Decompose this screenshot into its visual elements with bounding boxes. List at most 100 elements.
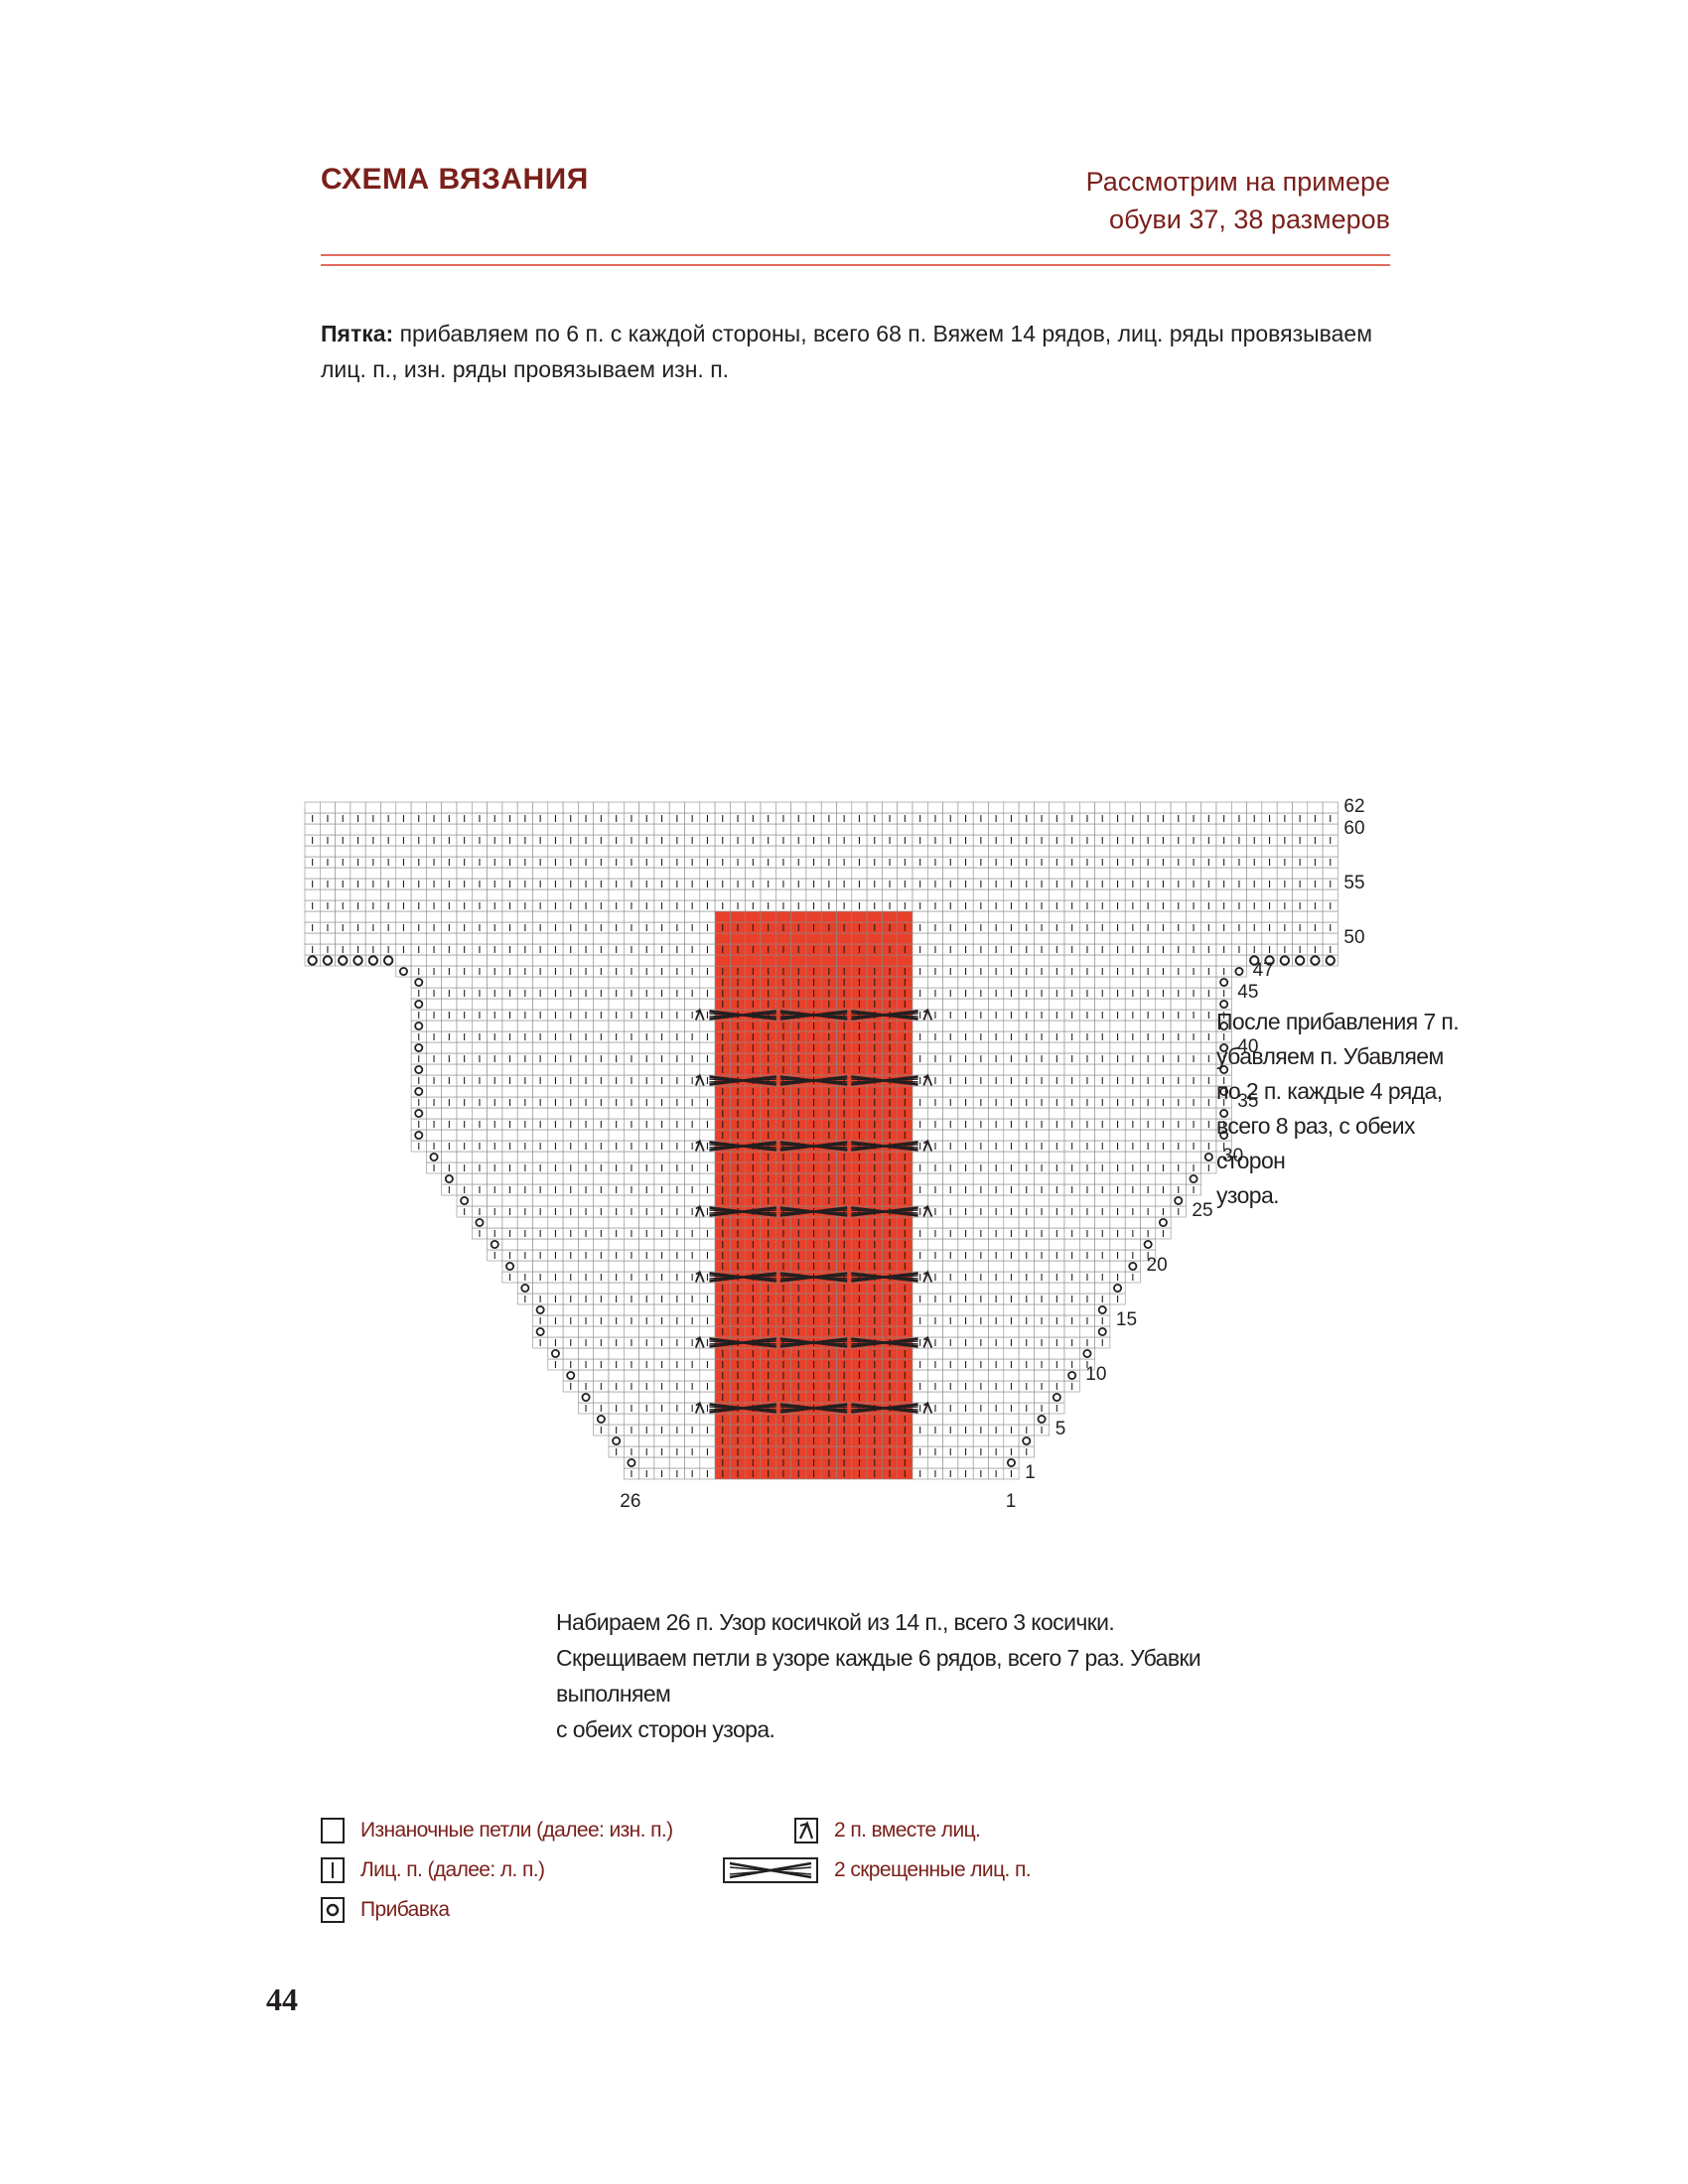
- stitch-cell: [882, 954, 899, 967]
- stitch-cell: [1018, 910, 1035, 923]
- stitch-cell: [866, 954, 883, 967]
- stitch-cell: [532, 1194, 549, 1207]
- stitch-cell: [638, 1303, 655, 1316]
- stitch-cell: [608, 1282, 625, 1295]
- increase-symbol: [398, 967, 408, 977]
- stitch-cell: [912, 954, 928, 967]
- stitch-cell: [774, 801, 791, 814]
- stitch-cell: [426, 932, 442, 945]
- stitch-cell: [562, 1194, 579, 1207]
- stitch-cell: [501, 867, 518, 880]
- stitch-cell: [1140, 1085, 1157, 1098]
- stitch-cell: [836, 801, 853, 814]
- stitch-cell: [608, 823, 625, 836]
- stitch-cell: [1003, 1282, 1020, 1295]
- stitch-cell: [882, 801, 899, 814]
- stitch-cell: [942, 1194, 959, 1207]
- stitch-cell: [578, 1303, 595, 1316]
- stitch-cell: [668, 998, 685, 1011]
- stitch-cell: [972, 1085, 989, 1098]
- stitch-cell: [926, 867, 943, 880]
- stitch-cell: [395, 954, 412, 967]
- stitch-cell: [730, 823, 747, 836]
- stitch-cell: [410, 932, 427, 945]
- stitch-cell: [1003, 1391, 1020, 1404]
- stitch-cell: [942, 801, 959, 814]
- increase-symbol: [1082, 1349, 1092, 1359]
- stitch-cell: [547, 1303, 564, 1316]
- stitch-cell: [350, 888, 366, 901]
- stitch-cell: [456, 888, 473, 901]
- stitch-cell: [638, 1041, 655, 1054]
- stitch-cell: [1155, 976, 1172, 989]
- stitch-cell: [851, 932, 868, 945]
- stitch-cell: [926, 1129, 943, 1142]
- stitch-cell: [972, 1456, 989, 1469]
- stitch-cell: [1109, 1085, 1126, 1098]
- stitch-cell: [957, 823, 974, 836]
- stitch-cell: [699, 1238, 716, 1251]
- stitch-cell: [623, 910, 639, 923]
- stitch-cell: [820, 932, 837, 945]
- stitch-cell: [897, 910, 914, 923]
- stitch-cell: [623, 1413, 639, 1426]
- stitch-cell: [1079, 867, 1095, 880]
- stitch-cell: [653, 954, 670, 967]
- stitch-cell: [988, 823, 1005, 836]
- stitch-cell: [638, 1260, 655, 1273]
- stitch-cell: [1003, 1085, 1020, 1098]
- stitch-cell: [1049, 823, 1065, 836]
- stitch-cell: [653, 1216, 670, 1229]
- stitch-cell: [1109, 976, 1126, 989]
- increase-symbol: [414, 1087, 424, 1097]
- stitch-cell: [1049, 1129, 1065, 1142]
- stitch-cell: [668, 1347, 685, 1360]
- stitch-cell: [547, 976, 564, 989]
- stitch-cell: [668, 1172, 685, 1185]
- header-rule-bottom: [321, 264, 1390, 266]
- increase-symbol: [535, 1305, 545, 1315]
- stitch-cell: [441, 998, 458, 1011]
- stitch-cell: [653, 1085, 670, 1098]
- increase-symbol: [1219, 978, 1229, 988]
- stitch-cell: [593, 1216, 610, 1229]
- stitch-cell: [1200, 976, 1217, 989]
- stitch-cell: [1079, 1085, 1095, 1098]
- stitch-cell: [988, 1216, 1005, 1229]
- stitch-cell: [1094, 1216, 1111, 1229]
- stitch-cell: [1079, 1303, 1095, 1316]
- stitch-cell: [836, 954, 853, 967]
- stitch-cell: [897, 888, 914, 901]
- stitch-cell: [1246, 888, 1263, 901]
- stitch-cell: [1049, 1282, 1065, 1295]
- stitch-cell: [638, 1413, 655, 1426]
- stitch-cell: [805, 932, 822, 945]
- stitch-cell: [608, 867, 625, 880]
- stitch-cell: [578, 823, 595, 836]
- stitch-cell: [1186, 845, 1202, 858]
- stitch-cell: [1094, 1107, 1111, 1120]
- stitch-cell: [501, 1063, 518, 1076]
- stitch-cell: [851, 910, 868, 923]
- stitch-cell: [972, 1347, 989, 1360]
- stitch-cell: [1018, 1020, 1035, 1032]
- stitch-cell: [972, 1151, 989, 1163]
- stitch-cell: [1034, 1391, 1051, 1404]
- stitch-cell: [1079, 1151, 1095, 1163]
- stitch-cell: [426, 910, 442, 923]
- stitch-cell: [456, 954, 473, 967]
- stitch-cell: [623, 976, 639, 989]
- stitch-cell: [638, 1216, 655, 1229]
- stitch-cell: [501, 888, 518, 901]
- stitch-cell: [350, 867, 366, 880]
- stitch-cell: [623, 1260, 639, 1273]
- stitch-cell: [926, 1282, 943, 1295]
- stitch-cell: [988, 888, 1005, 901]
- stitch-cell: [593, 1194, 610, 1207]
- stitch-cell: [501, 1020, 518, 1032]
- stitch-cell: [638, 910, 655, 923]
- stitch-cell: [1063, 1260, 1080, 1273]
- stitch-cell: [471, 932, 488, 945]
- stitch-cell: [912, 1260, 928, 1273]
- stitch-cell: [988, 1238, 1005, 1251]
